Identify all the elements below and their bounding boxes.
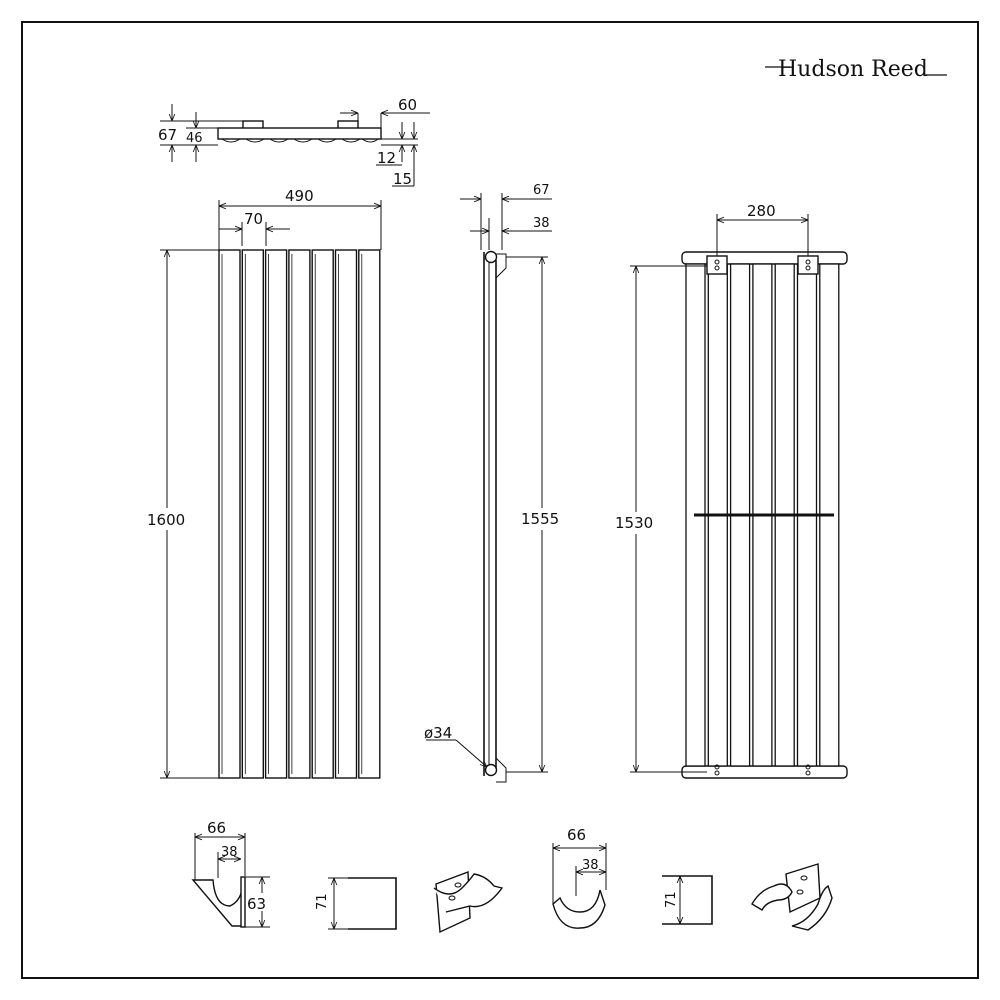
front-panel [288, 249, 311, 779]
brand-name: Hudson Reed [778, 57, 928, 82]
top-dim-60: 60 [398, 96, 417, 114]
bracket-a-width: 66 [207, 819, 226, 837]
front-panel [264, 249, 288, 779]
bracket-a-height: 63 [247, 895, 266, 913]
rear-view: 280 1530 [614, 202, 848, 779]
front-panel [218, 249, 241, 779]
bracket-a-plate-height: 71 [315, 893, 330, 910]
bracket-b-3d [751, 863, 833, 931]
bracket-b-plate-height: 71 [664, 891, 679, 908]
top-dim-15: 15 [393, 170, 412, 188]
bracket-b: 66 38 [552, 826, 607, 929]
top-dim-67: 67 [158, 126, 177, 144]
side-depth-label: 67 [533, 183, 550, 198]
drawing-border [21, 21, 979, 979]
rear-spacing-label: 280 [747, 202, 776, 220]
bracket-b-plate: 71 [662, 875, 713, 925]
front-panel [358, 249, 381, 779]
top-dim-46: 46 [186, 131, 203, 146]
rear-height-label: 1530 [615, 514, 653, 532]
bracket-b-inner: 38 [582, 858, 599, 873]
brand-logo: Hudson Reed [765, 57, 947, 82]
front-panel [311, 249, 334, 779]
side-view: 67 38 1555 ø34 [424, 183, 566, 783]
bracket-a-plate: 71 [315, 877, 397, 930]
side-gap-label: 38 [533, 216, 550, 231]
top-view: 67 46 60 12 15 [158, 96, 430, 188]
front-panel [241, 249, 265, 779]
bracket-b-width: 66 [567, 826, 586, 844]
front-view: 490 70 1600 [146, 187, 382, 779]
bracket-a-inner: 38 [221, 845, 238, 860]
front-pitch-label: 70 [244, 210, 263, 228]
top-dim-12: 12 [377, 149, 396, 167]
side-height-label: 1555 [521, 510, 559, 528]
front-width-label: 490 [285, 187, 314, 205]
front-panel [334, 249, 358, 779]
bracket-a: 66 38 63 [191, 819, 270, 928]
pipe-diameter-label: ø34 [424, 724, 452, 742]
front-height-label: 1600 [147, 511, 185, 529]
front-panels [218, 249, 381, 779]
bracket-a-3d [433, 871, 504, 934]
